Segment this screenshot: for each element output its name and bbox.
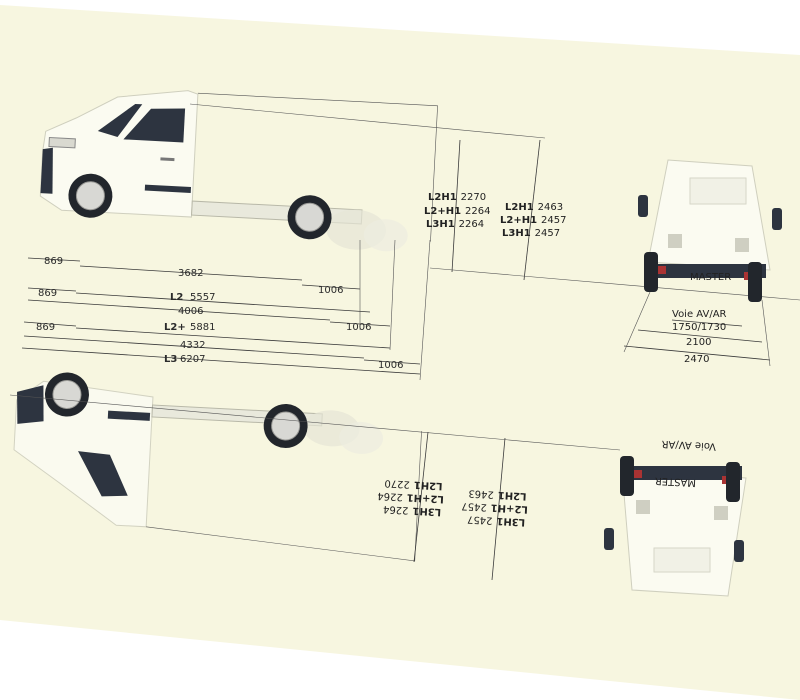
door-handle <box>160 157 175 162</box>
width-mirrors: 2470 <box>684 354 709 365</box>
side-stripe <box>144 184 192 193</box>
rear-bumper <box>650 264 766 278</box>
m-roof-panel <box>653 547 711 573</box>
width-body: 2100 <box>686 337 711 348</box>
length-label-l3: L3 <box>164 354 177 365</box>
mirror-side-window <box>78 451 128 497</box>
mirror-left <box>638 195 648 217</box>
dim-1006-r6: 1006 <box>378 360 403 371</box>
m-mirror-left <box>604 528 614 550</box>
mirror-cargo-outline <box>146 431 422 562</box>
dim-4332: 4332 <box>180 340 205 351</box>
mirror-right <box>772 208 782 230</box>
headlight <box>48 136 76 149</box>
front-rim <box>75 181 105 211</box>
rear-badge: MASTER <box>690 272 731 283</box>
roof-panel <box>689 177 747 205</box>
m-bumper <box>626 466 742 480</box>
track-label: Voie AV/AR <box>672 309 727 320</box>
tail-light-left <box>652 266 666 274</box>
dim-4006: 4006 <box>178 306 203 317</box>
rear-body <box>647 159 771 271</box>
dim-1006-r3: 1006 <box>346 322 371 333</box>
rear-vent-2 <box>735 238 749 252</box>
tyre-rear-right <box>748 262 762 302</box>
m-rear-badge: MASTER <box>655 475 697 488</box>
track-value: 1750/1730 <box>672 322 726 333</box>
m-tail-left <box>628 470 642 478</box>
rear-view-mirrored: Voie AV/AR MASTER <box>604 438 747 597</box>
length-label-l2plus: L2+ <box>164 322 186 333</box>
m-height-left-2: L2+H12264 <box>377 490 444 504</box>
side-view-mirrored <box>13 372 422 562</box>
dim-869-r4: 869 <box>36 322 55 333</box>
m-height-right-1: L3H12457 <box>467 513 526 527</box>
m-vent-2 <box>714 506 728 520</box>
cargo-box-outline <box>197 92 438 242</box>
rear-overhang-ghost-2 <box>363 219 408 252</box>
dim-869-r1: 869 <box>44 256 63 267</box>
m-height-right-3: L2H12463 <box>468 487 527 501</box>
rear-rim <box>295 202 325 232</box>
windscreen <box>97 103 143 138</box>
m-height-left-3: L2H12270 <box>384 477 443 491</box>
length-l2-total: 5557 <box>190 292 215 303</box>
sheet-background <box>0 5 800 700</box>
length-dimensions: 869 3682 1006 869 L2 5557 4006 1006 869 … <box>21 239 431 381</box>
mirror-side-stripe <box>107 410 151 421</box>
rear-view-top: MASTER Voie AV/AR 1750/1730 2100 2470 <box>623 159 782 367</box>
m-tyre-left <box>620 456 634 496</box>
front-bumper <box>40 147 53 194</box>
m-mirror-right <box>734 540 744 562</box>
tyre-rear-left <box>644 252 658 292</box>
dim-3682: 3682 <box>178 268 203 279</box>
mirror-overhang-ghost-2 <box>339 421 384 454</box>
rear-vent <box>668 234 682 248</box>
mirror-front-rim <box>52 379 82 409</box>
m-tyre-right <box>726 462 740 502</box>
m-height-left-1: L3H12264 <box>383 503 442 517</box>
length-l3-total: 6207 <box>180 354 205 365</box>
height-dimensions-mirrored: L3H12264 L2+H12264 L2H12270 L3H12457 L2+… <box>9 394 621 581</box>
side-view-top <box>39 90 438 252</box>
length-l2plus-total: 5881 <box>190 322 215 333</box>
dim-1006-r1: 1006 <box>318 285 343 296</box>
m-track-label: Voie AV/AR <box>661 438 716 452</box>
dim-869-r2: 869 <box>38 288 57 299</box>
mirror-front-bumper <box>17 385 44 424</box>
m-height-right-2: L2+H12457 <box>461 500 528 514</box>
length-label-l2: L2 <box>170 292 183 303</box>
side-window <box>123 108 186 143</box>
m-vent <box>636 500 650 514</box>
